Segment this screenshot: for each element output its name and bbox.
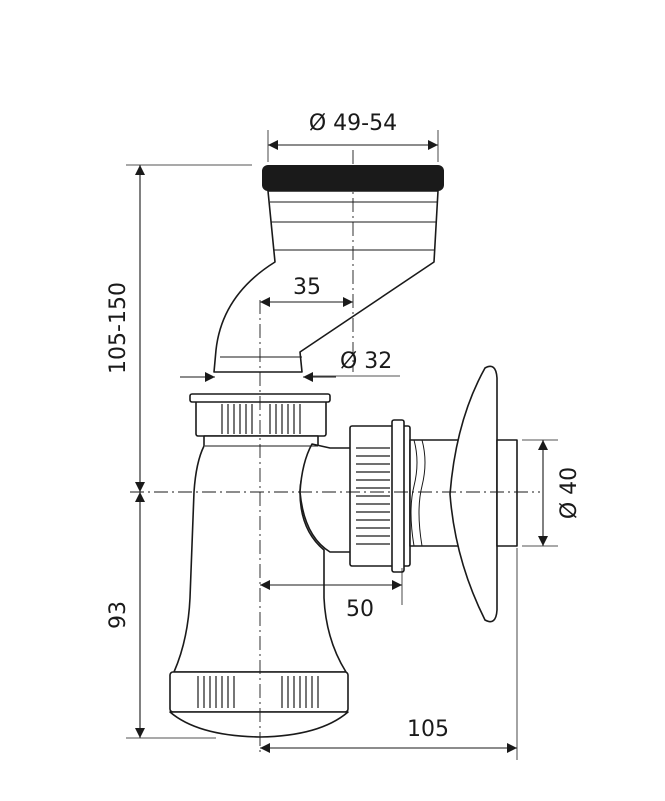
siphon-body bbox=[173, 435, 353, 673]
label-total-reach: 105 bbox=[407, 717, 449, 742]
label-outlet-diameter: Ø 40 bbox=[557, 467, 582, 519]
bottom-cap bbox=[169, 671, 349, 738]
label-outlet-reach: 50 bbox=[346, 597, 374, 622]
outlet-assembly bbox=[349, 419, 461, 573]
label-height-lower: 93 bbox=[106, 601, 131, 629]
upper-nut bbox=[189, 393, 331, 437]
upper-nut-ribs bbox=[221, 404, 301, 434]
dimension-lines bbox=[135, 140, 548, 753]
top-bell bbox=[213, 165, 444, 373]
label-offset: 35 bbox=[293, 275, 321, 300]
center-lines bbox=[130, 150, 540, 755]
outlet-nut-ribs bbox=[356, 447, 390, 545]
bottom-nut-ribs bbox=[197, 676, 319, 708]
extension-lines bbox=[126, 130, 558, 760]
dimension-labels: Ø 49-54 105-150 35 Ø 32 Ø 40 50 93 105 bbox=[106, 111, 582, 742]
label-height-upper: 105-150 bbox=[106, 282, 131, 374]
label-top-diameter: Ø 49-54 bbox=[309, 111, 397, 136]
label-inlet-diameter: Ø 32 bbox=[340, 349, 392, 374]
wall-rosette bbox=[449, 365, 518, 623]
